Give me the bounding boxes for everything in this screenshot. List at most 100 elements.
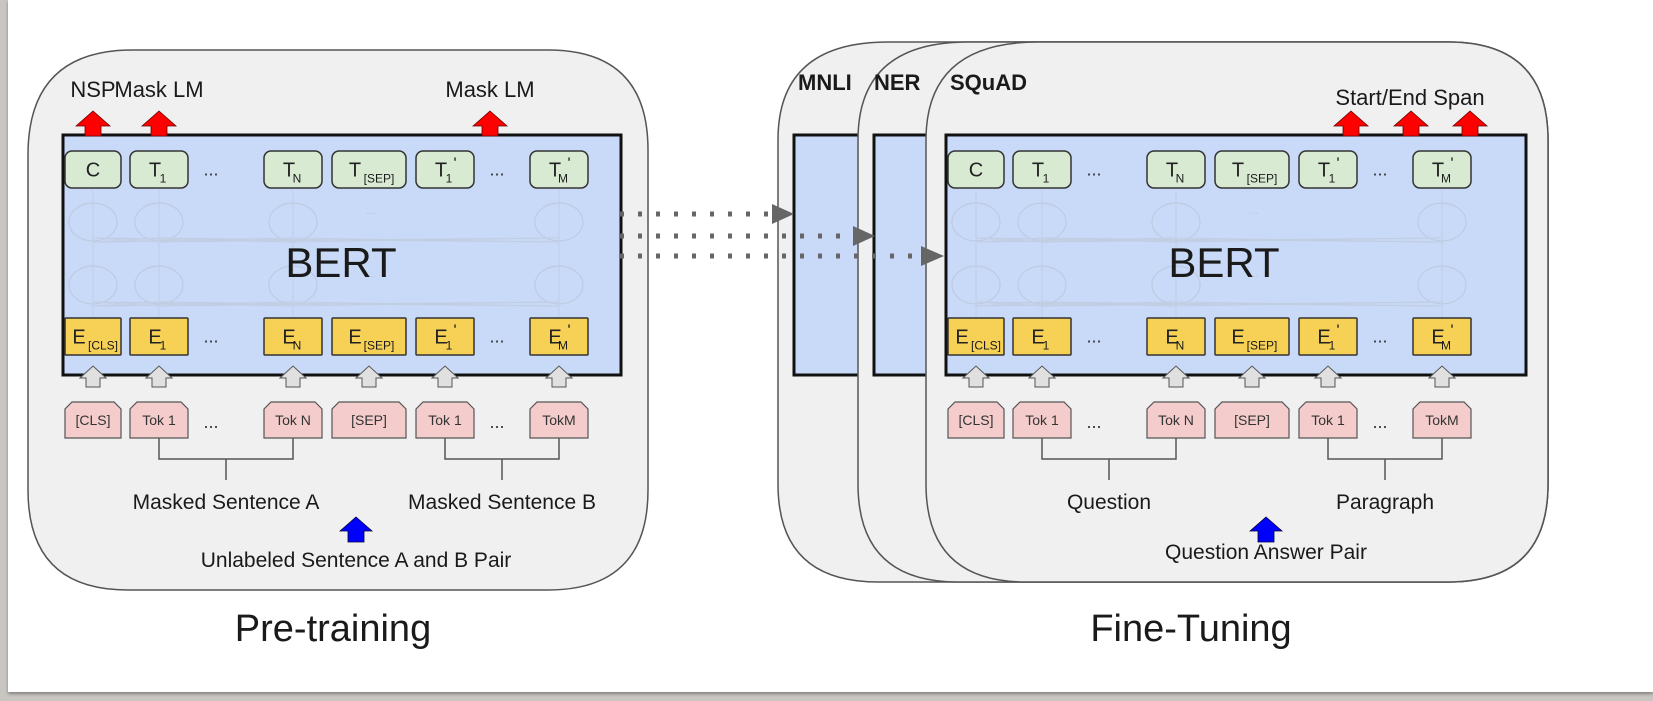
finetuning-network-node (1151, 265, 1201, 305)
finetuning-input-ellipsis: ... (1372, 412, 1387, 432)
finetuning-input-arrow-icon (1161, 365, 1191, 388)
pretraining-head-arrow-icon (74, 110, 112, 137)
pretraining-output-token-label: T (349, 160, 361, 182)
pretraining-title: Pre-training (235, 608, 431, 650)
pretraining-network-edge (158, 237, 294, 243)
pretraining-network-edge (158, 301, 560, 307)
pretraining-network-node (134, 265, 184, 305)
pretraining-output-token-box (331, 150, 407, 189)
pretraining-network-edge (92, 301, 294, 307)
finetuning-network-edge (975, 237, 1443, 243)
finetuning-input-arrow-icon (1237, 365, 1267, 388)
pretraining-network-node (268, 265, 318, 305)
pretraining-output-token-subscript: [SEP] (364, 172, 395, 186)
pretraining-input-arrow-icon (354, 365, 384, 388)
pretraining-input-ellipsis: ... (203, 412, 218, 432)
task-label-squad: SQuAD (950, 70, 1027, 95)
pretraining-embedding-subscript: 1 (160, 339, 167, 353)
finetuning-output-token-label: T (1232, 160, 1244, 182)
pretraining-input-ellipsis: ... (489, 412, 504, 432)
finetuning-input-arrow-icon (1027, 365, 1057, 388)
finetuning-embedding-subscript: M (1441, 339, 1451, 353)
pretraining-embedding-prime: ' (567, 323, 570, 340)
finetuning-input-token-box (1298, 401, 1358, 439)
finetuning-input-token-box (1012, 401, 1072, 439)
finetuning-output-token-label: T (1032, 160, 1044, 182)
finetuning-embedding-prime: ' (1336, 323, 1339, 340)
finetuning-output-token-prime: ' (1450, 156, 1453, 173)
finetuning-network-edge (975, 301, 1043, 307)
finetuning-input-token-box (947, 401, 1005, 439)
finetuning-span-arrow-icon (1332, 110, 1370, 137)
finetuning-network-node (1151, 202, 1201, 242)
pretraining-network-node (68, 202, 118, 242)
pretraining-output-token-box (415, 150, 475, 189)
pretraining-embedding-label: E (282, 327, 295, 349)
finetuning-network-node (951, 265, 1001, 305)
pretraining-network-edge (158, 237, 560, 243)
pretraining-input-token: TokM (542, 412, 575, 428)
task-label-mnli: MNLI (798, 70, 852, 95)
finetuning-embedding-box (1214, 317, 1290, 356)
pretraining-embedding-subscript: M (558, 339, 568, 353)
pretraining-input-label: Unlabeled Sentence A and B Pair (201, 549, 512, 572)
finetuning-output-token-label: T (1432, 160, 1444, 182)
pretraining-output-token-box (129, 150, 189, 189)
finetuning-output-token-subscript: 1 (1043, 172, 1050, 186)
finetuning-segment-a-label: Question (1067, 491, 1151, 514)
transfer-arrowhead-mnli (772, 204, 794, 224)
finetuning-segment-a-bracket (1041, 438, 1177, 480)
pretraining-network-edge (92, 301, 294, 307)
pretraining-network-edge (92, 301, 160, 307)
pretraining-transformer-network: ...... (68, 190, 584, 318)
finetuning-network-ellipsis: ... (1249, 203, 1259, 217)
pretraining-head-label: Mask LM (445, 77, 534, 102)
pretraining-embedding-label: E (348, 327, 361, 349)
pretraining-embedding-subscript: N (293, 339, 302, 353)
finetuning-network-edge (975, 301, 1043, 307)
pretraining-network-edge (292, 237, 560, 243)
finetuning-input-arrow-icon (1313, 365, 1343, 388)
pretraining-embedding-label: E (434, 327, 447, 349)
pretraining-input-token-box (529, 401, 589, 439)
finetuning-network-edge (1041, 301, 1443, 307)
finetuning-embedding-label: E (955, 327, 968, 349)
pretraining-head-label: Mask LM (114, 77, 203, 102)
finetuning-network-edge (1175, 237, 1443, 243)
pretraining-embedding-box (415, 317, 475, 356)
finetuning-embedding-ellipsis: ... (1372, 327, 1387, 347)
pretraining-network-edge (158, 301, 294, 307)
finetuning-embedding-label: E (1165, 327, 1178, 349)
pretraining-input-token: Tok 1 (142, 412, 176, 428)
pretraining-input-arrow-icon (430, 365, 460, 388)
finetuning-network-edge (1175, 301, 1443, 307)
pretraining-embedding-label: E (548, 327, 561, 349)
pretraining-bert-label: BERT (285, 239, 396, 286)
pretraining-network-edge (292, 237, 560, 243)
finetuning-segment-b-bracket (1327, 438, 1443, 480)
finetuning-network-edge (1175, 237, 1443, 243)
pretraining-network-node (68, 265, 118, 305)
pretraining-input-token-box (64, 401, 122, 439)
finetuning-input-up-arrow-icon (1248, 516, 1284, 543)
pretraining-network-node (134, 202, 184, 242)
pretraining-network-edge (92, 237, 294, 243)
pretraining-input-token-box (331, 401, 407, 439)
finetuning-input-ellipsis: ... (1086, 412, 1101, 432)
finetuning-output-token-box (1012, 150, 1072, 189)
pretraining-embedding-ellipsis: ... (203, 327, 218, 347)
pretraining-network-edge (92, 301, 560, 307)
pretraining-network-edge (158, 237, 294, 243)
finetuning-transformer-network: ...... (951, 190, 1467, 318)
pretraining-segment-a-bracket (158, 438, 294, 480)
finetuning-input-label: Question Answer Pair (1165, 541, 1367, 564)
finetuning-embedding-box (1298, 317, 1358, 356)
finetuning-output-token-prime: ' (1336, 156, 1339, 173)
finetuning-embedding-prime: ' (1450, 323, 1453, 340)
pretraining-network-edge (292, 301, 560, 307)
pretraining-input-up-arrow-icon (338, 516, 374, 543)
pretraining-input-token-box (415, 401, 475, 439)
pretraining-segment-b-bracket (444, 438, 560, 480)
